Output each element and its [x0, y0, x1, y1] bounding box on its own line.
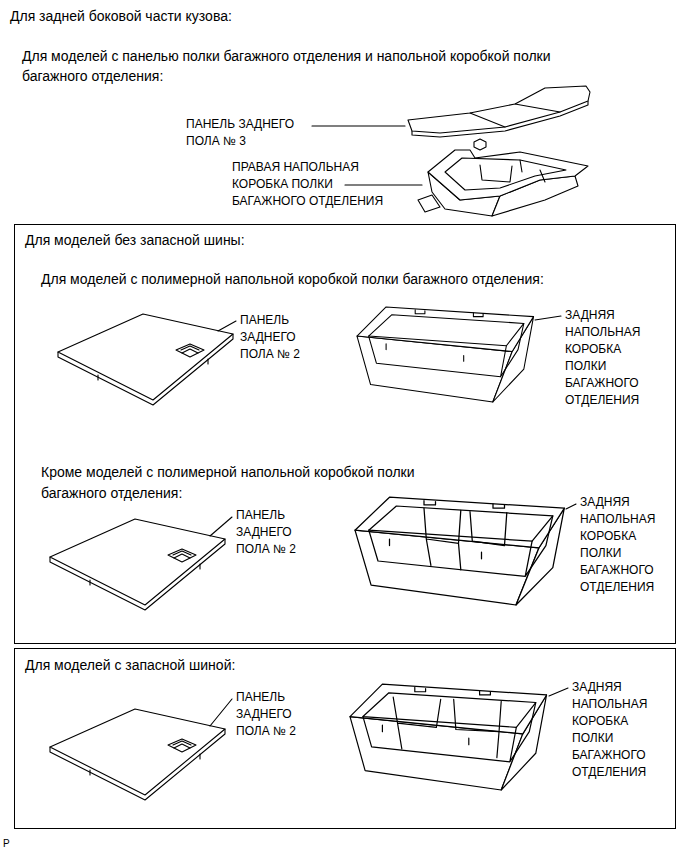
- floor-panel-2: [58, 314, 233, 405]
- section-heading: Для моделей с запасной шиной:: [25, 655, 645, 676]
- part-name: ЗАДНЯЯ НАПОЛЬНАЯ КОРОБКА ПОЛКИ БАГАЖНОГО…: [580, 494, 672, 596]
- section-heading: Для моделей без запасной шины:: [25, 230, 645, 251]
- section-subheading: Для моделей с полимерной напольной короб…: [41, 269, 666, 290]
- section-heading: Для моделей с панелью полки багажного от…: [22, 46, 597, 86]
- panel-detail: [470, 104, 560, 127]
- part-name: ПАНЕЛЬ ЗАДНЕГО ПОЛА № 2: [240, 312, 316, 363]
- tray-shape: [357, 307, 534, 402]
- part-name: ПАНЕЛЬ ЗАДНЕГО ПОЛА № 2: [236, 507, 312, 558]
- box-opening: [445, 158, 566, 190]
- part-name: ПРАВАЯ НАПОЛЬНАЯ КОРОБКА ПОЛКИ БАГАЖНОГО…: [232, 159, 397, 210]
- tray-shape: [355, 497, 564, 605]
- floor-panel-2: [50, 709, 225, 800]
- leader-line: [312, 125, 405, 126]
- floor-panel-2: [50, 519, 225, 610]
- right-floor-box: [418, 150, 588, 216]
- part-name: ПАНЕЛЬ ЗАДНЕГО ПОЛА № 2: [236, 689, 312, 740]
- page-title: Для задней боковой части кузова:: [10, 6, 630, 26]
- page-mark: P: [3, 838, 23, 850]
- tray-compartment: [393, 697, 501, 757]
- leader-line: [549, 688, 568, 696]
- part-name: ЗАДНЯЯ НАПОЛЬНАЯ КОРОБКА ПОЛКИ БАГАЖНОГО…: [572, 679, 664, 781]
- part-name: ЗАДНЯЯ НАПОЛЬНАЯ КОРОБКА ПОЛКИ БАГАЖНОГО…: [565, 307, 657, 409]
- leader-line: [210, 517, 232, 536]
- leader-line: [566, 504, 576, 509]
- rear-floor-box: [355, 497, 564, 605]
- box-rim: [428, 150, 588, 200]
- tray-shape: [350, 684, 547, 790]
- floor-panel-3: [408, 86, 590, 150]
- panel-face: [408, 86, 590, 133]
- rear-floor-box: [350, 684, 547, 790]
- nut: [474, 139, 486, 150]
- leader-line: [210, 699, 232, 726]
- rear-floor-box: [357, 307, 534, 402]
- leader-line: [218, 321, 236, 331]
- section-frame: Для моделей без запасной шины: Для моделе…: [14, 224, 676, 644]
- box-detail: [480, 160, 545, 182]
- leader-line: [345, 184, 422, 185]
- leader-line: [535, 316, 561, 320]
- tray-compartment: [424, 508, 507, 570]
- part-name: ПАНЕЛЬ ЗАДНЕГО ПОЛА № 3: [186, 116, 316, 150]
- section-subheading: Кроме моделей с полимерной напольной кор…: [41, 462, 436, 504]
